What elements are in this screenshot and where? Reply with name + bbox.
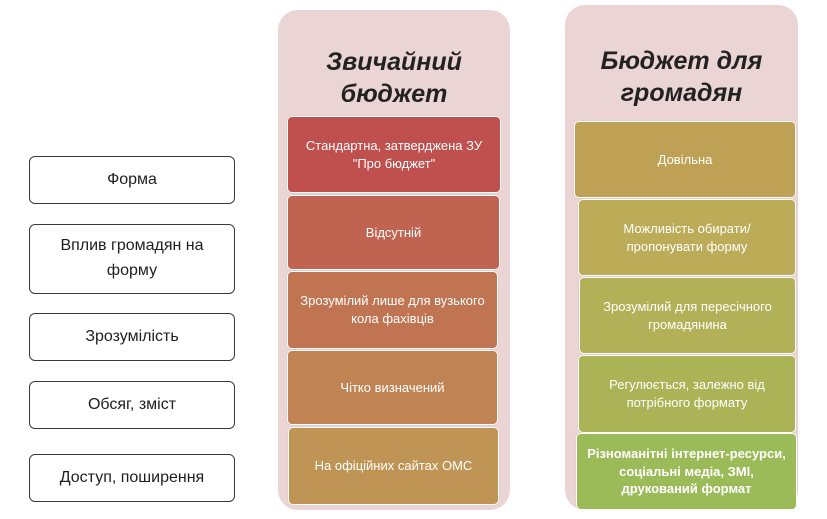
- cell-citizens-form: Довільна: [574, 121, 796, 198]
- column-title-citizens-budget: Бюджет для громадян: [600, 47, 763, 107]
- cell-citizens-access: Різноманітні інтернет-ресурси, соціальні…: [576, 433, 797, 510]
- column-title-regular-budget: Звичайний бюджет: [326, 48, 462, 108]
- cell-regular-clarity: Зрозумілий лише для вузького кола фахівц…: [287, 271, 498, 349]
- row-label-form: Форма: [29, 156, 235, 204]
- cell-regular-access: На офіційних сайтах ОМС: [288, 427, 499, 505]
- cell-regular-influence: Відсутній: [287, 195, 500, 270]
- cell-citizens-scope: Регулюється, залежно від потрібного форм…: [578, 355, 796, 433]
- cell-regular-scope: Чітко визначений: [287, 350, 498, 425]
- row-label-citizen-influence: Вплив громадян на форму: [29, 224, 235, 294]
- row-label-access: Доступ, поширення: [29, 454, 235, 502]
- row-label-clarity: Зрозумілість: [29, 313, 235, 361]
- row-label-scope: Обсяг, зміст: [29, 381, 235, 429]
- cell-regular-form: Стандартна, затверджена ЗУ "Про бюджет": [287, 116, 501, 193]
- cell-citizens-clarity: Зрозумілий для пересічного громадянина: [579, 277, 796, 354]
- cell-citizens-influence: Можливість обирати/пропонувати форму: [578, 199, 796, 276]
